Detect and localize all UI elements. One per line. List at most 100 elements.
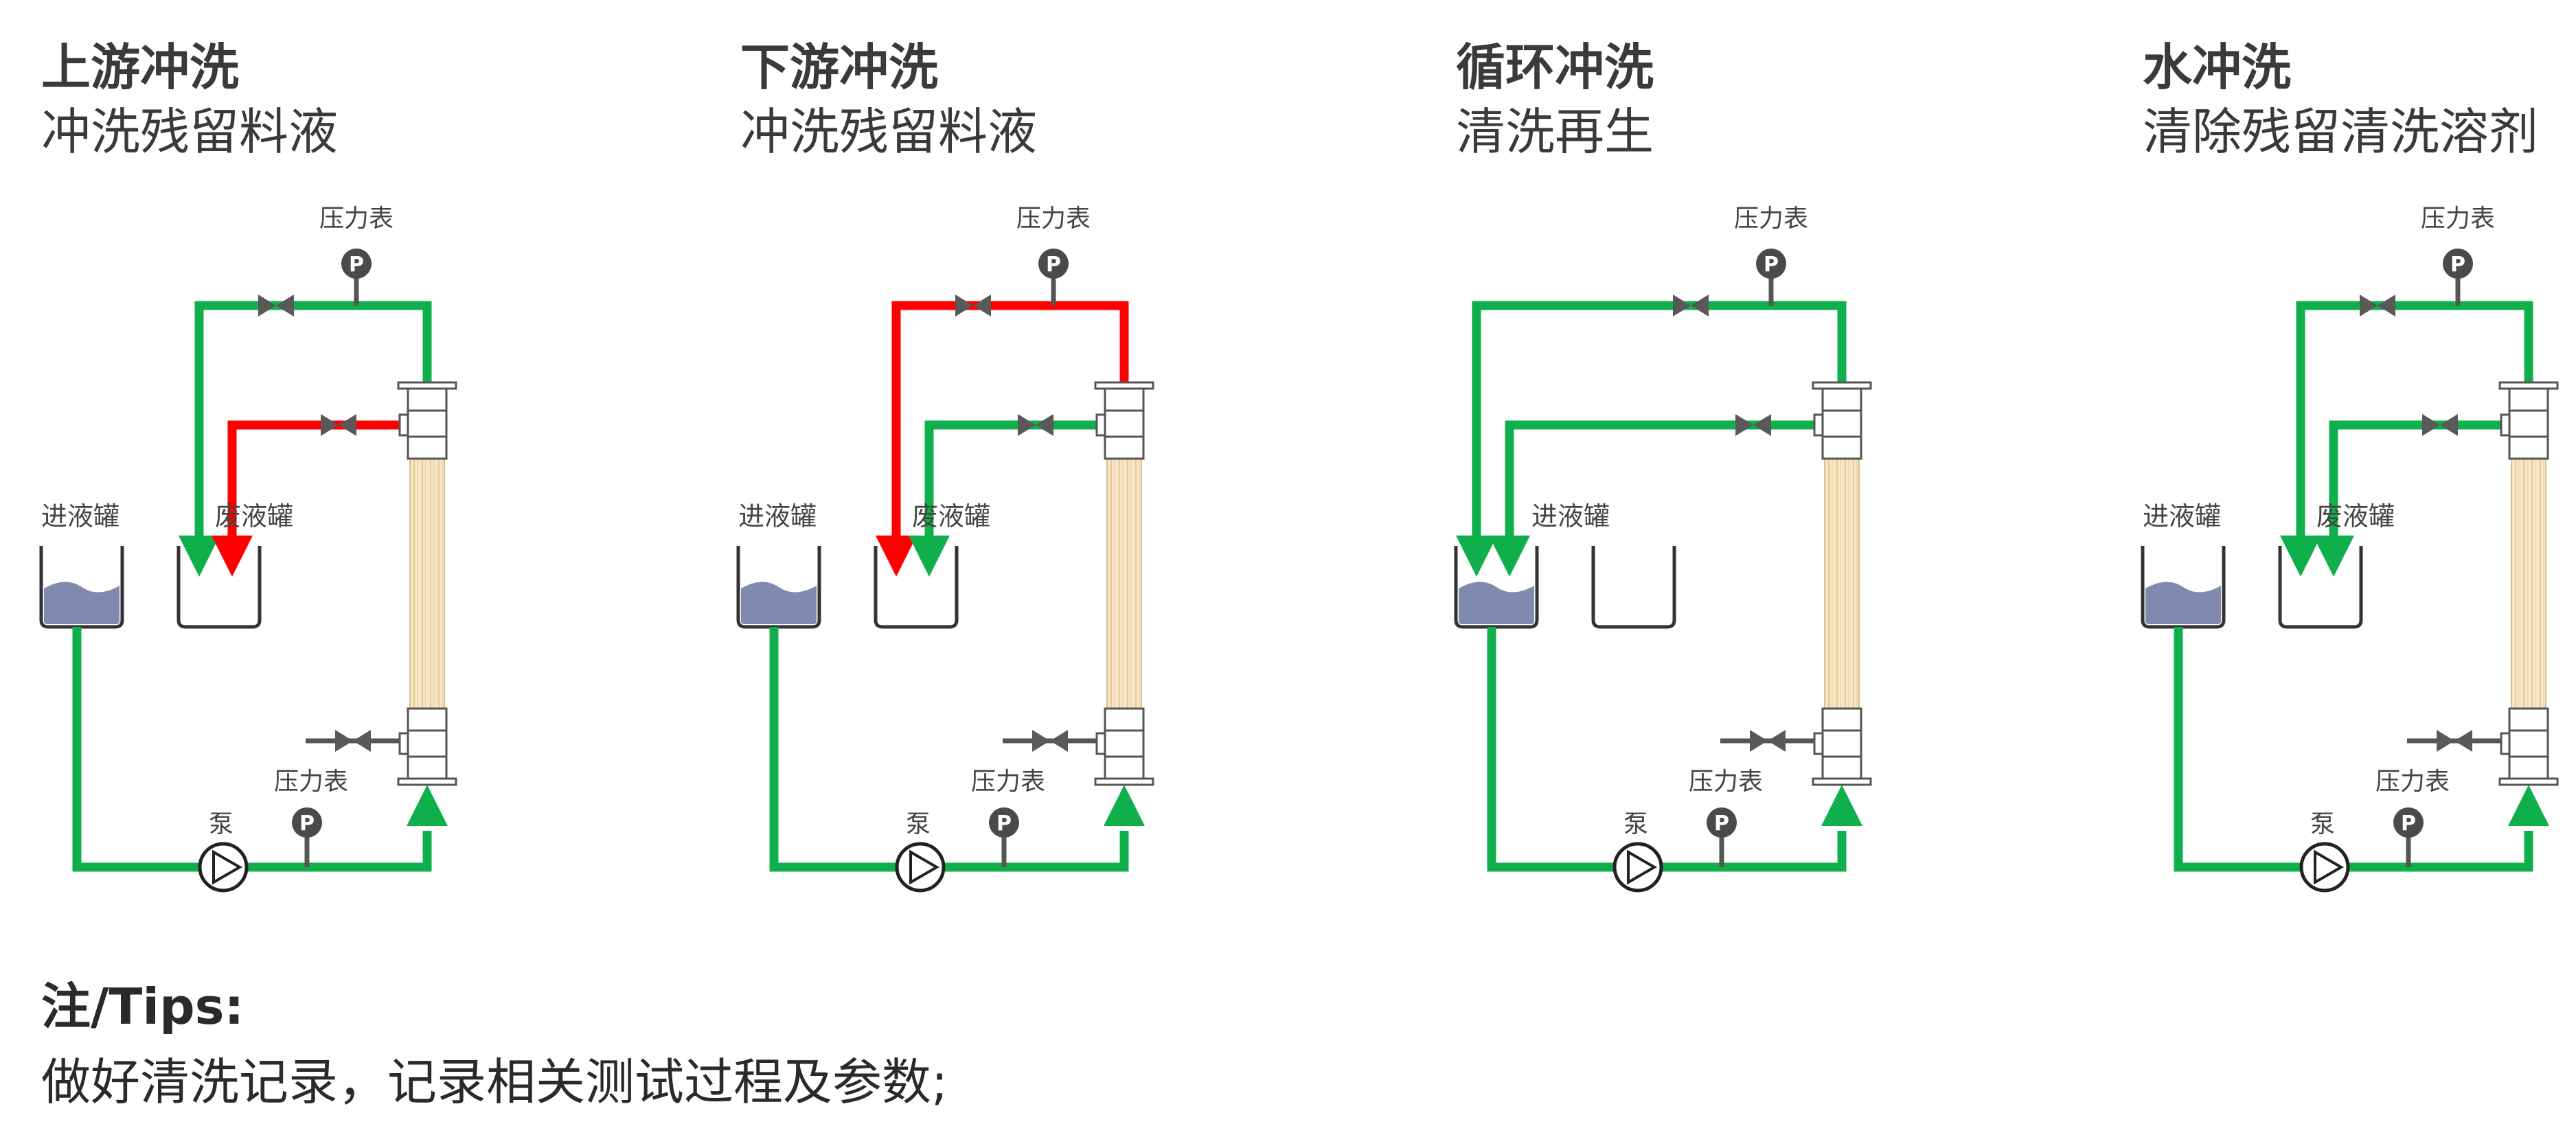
panel-1-mid-arrow	[212, 536, 253, 577]
panel-3-top-valve	[1673, 295, 1709, 317]
panel-4-membrane-column	[2498, 381, 2559, 786]
panel-3-pump-label: 泵	[1623, 810, 1648, 838]
panel-4-bottom-gauge-symbol: P	[2401, 812, 2416, 836]
panel-2-drain-valve-left	[1032, 730, 1050, 752]
panel-4-membrane-column-side-port-top	[2500, 413, 2511, 437]
panel-1-top-valve-left	[258, 295, 276, 317]
panel-1-pump-body	[198, 842, 249, 893]
panel-2-top-line	[891, 301, 1129, 539]
panel-3-subtitle: 清洗再生	[1456, 103, 1654, 161]
panel-2-bottom-gauge-label: 压力表	[971, 768, 1045, 796]
panel-2-feed-tank	[736, 546, 821, 629]
panel-3-top-gauge-dial	[1756, 249, 1786, 279]
panel-1-feed-tank-vessel	[39, 546, 124, 629]
panel-2-membrane-column-side-port-bottom	[1095, 732, 1106, 755]
panel-2-top-gauge-label: 压力表	[1016, 205, 1091, 233]
panel-3-drain-valve-right	[1768, 730, 1786, 752]
panel-3-pump-body	[1612, 842, 1663, 893]
panel-4-membrane-column-top-body	[2508, 409, 2549, 438]
panel-1-top-gauge-symbol: P	[349, 253, 364, 277]
panel-1-top-valve	[258, 295, 294, 317]
panel-2-drain-valve	[1032, 730, 1068, 752]
panel-2-pump-body	[895, 842, 946, 893]
panel-4-feed-line	[2174, 627, 2533, 872]
panel-2-membrane-column-bottom-port	[1104, 755, 1145, 780]
tips-title: 注/Tips:	[41, 978, 244, 1035]
panel-3-mid-valve-left	[1735, 414, 1753, 436]
panel-1-feed-tank	[39, 546, 124, 629]
panel-1-top-line	[194, 301, 432, 539]
panel-2-mid-valve-left	[1018, 414, 1036, 436]
panel-1-membrane-column-bottom-collar	[407, 707, 448, 732]
panel-4-membrane-column-bottom-port	[2508, 755, 2549, 780]
panel-2-membrane-column-top-body	[1104, 409, 1145, 438]
panel-4-pump-label: 泵	[2310, 810, 2335, 838]
panel-2-top-gauge-symbol: P	[1046, 253, 1061, 277]
panel-4-membrane-column-bottom-collar	[2508, 707, 2549, 732]
panel-3-membrane-column-side-port-top	[1813, 413, 1824, 437]
panel-4-feed-tank	[2141, 546, 2226, 629]
panel-1-mid-valve	[321, 414, 356, 436]
panel-2-top-valve-left	[955, 295, 973, 317]
panel-4-top-gauge-label: 压力表	[2421, 205, 2495, 233]
panel-2-mid-valve-right	[1036, 414, 1053, 436]
panel-2-bottom-gauge-symbol: P	[996, 812, 1012, 836]
panel-4-mid-valve-left	[2422, 414, 2440, 436]
panel-2-top-arrow	[876, 536, 917, 577]
panel-2-membrane-column-top-port	[1104, 387, 1145, 412]
panel-4-membrane-column-bottom-flange	[2498, 777, 2559, 786]
panel-1-drain-valve-right	[353, 730, 371, 752]
panel-2-top-valve	[955, 295, 991, 317]
panel-4-bottom-arrow	[2508, 785, 2549, 826]
panel-4-membrane-column-bottom-body	[2508, 729, 2549, 758]
panel-2-waste-tank-label: 废液罐	[912, 501, 990, 531]
panel-1-membrane-column-top-collar	[407, 435, 448, 460]
panel-4-pump	[2299, 842, 2350, 893]
panel-2-membrane-column-bottom-body	[1104, 729, 1145, 758]
panel-2-bottom-arrow	[1104, 785, 1145, 826]
panel-1-feed-tank-label: 进液罐	[41, 501, 119, 531]
panel-1-top-valve-right	[276, 295, 294, 317]
panel-4-subtitle: 清除残留清洗溶剂	[2143, 103, 2539, 161]
panel-3-membrane-column-bottom-collar	[1821, 707, 1862, 732]
panel-2-membrane-column-top-collar	[1104, 435, 1145, 460]
panel-3-feed-tank	[1454, 546, 1539, 629]
panel-3-membrane-column-top-port	[1821, 387, 1862, 412]
panel-2-membrane-column	[1094, 381, 1154, 786]
panel-4-top-gauge-symbol: P	[2450, 253, 2465, 277]
panel-2-top-gauge-dial	[1038, 249, 1069, 279]
panel-4-bottom-gauge-dial	[2393, 807, 2424, 838]
panel-1-waste-tank-label: 废液罐	[215, 501, 293, 531]
panel-2-mid-arrow	[909, 536, 950, 577]
panel-4-drain-valve-right	[2454, 730, 2472, 752]
panel-4-membrane-column-top-port	[2508, 387, 2549, 412]
panel-3-drain-valve-left	[1750, 730, 1768, 752]
panel-1-membrane-column-top-body	[407, 409, 448, 438]
panel-3-waste-tank-vessel	[1591, 546, 1676, 629]
panel-3-membrane-column-bottom-flange	[1812, 777, 1872, 786]
panel-2-title: 下游冲洗	[740, 38, 939, 96]
panel-2-top-gauge: P	[1038, 249, 1069, 306]
panel-4-pump-impeller	[2314, 849, 2344, 885]
panel-1-waste-tank-vessel	[176, 546, 262, 629]
panel-3-membrane-column-top-collar	[1821, 435, 1862, 460]
panel-4-membrane-column-top-collar	[2508, 435, 2549, 460]
panel-1-drain-valve-left	[335, 730, 353, 752]
panel-4-top-valve-left	[2360, 295, 2378, 317]
panel-3-top-valve-left	[1673, 295, 1691, 317]
panel-2-waste-tank-vessel	[874, 546, 959, 629]
panel-1-membrane-column-fibers	[409, 456, 445, 711]
panel-4-membrane-column-fibers	[2511, 456, 2546, 711]
panel-2-feed-tank-vessel	[736, 546, 821, 629]
panel-2-pump-impeller	[909, 849, 939, 885]
panel-1-membrane-column-side-port-top	[398, 413, 409, 437]
panel-2-bottom-gauge: P	[989, 807, 1019, 867]
panel-4-top-valve	[2360, 295, 2395, 317]
panel-1-mid-valve-right	[339, 414, 356, 436]
panel-1-title: 上游冲洗	[41, 38, 240, 96]
panel-1-membrane-column-bottom-flange	[397, 777, 457, 786]
